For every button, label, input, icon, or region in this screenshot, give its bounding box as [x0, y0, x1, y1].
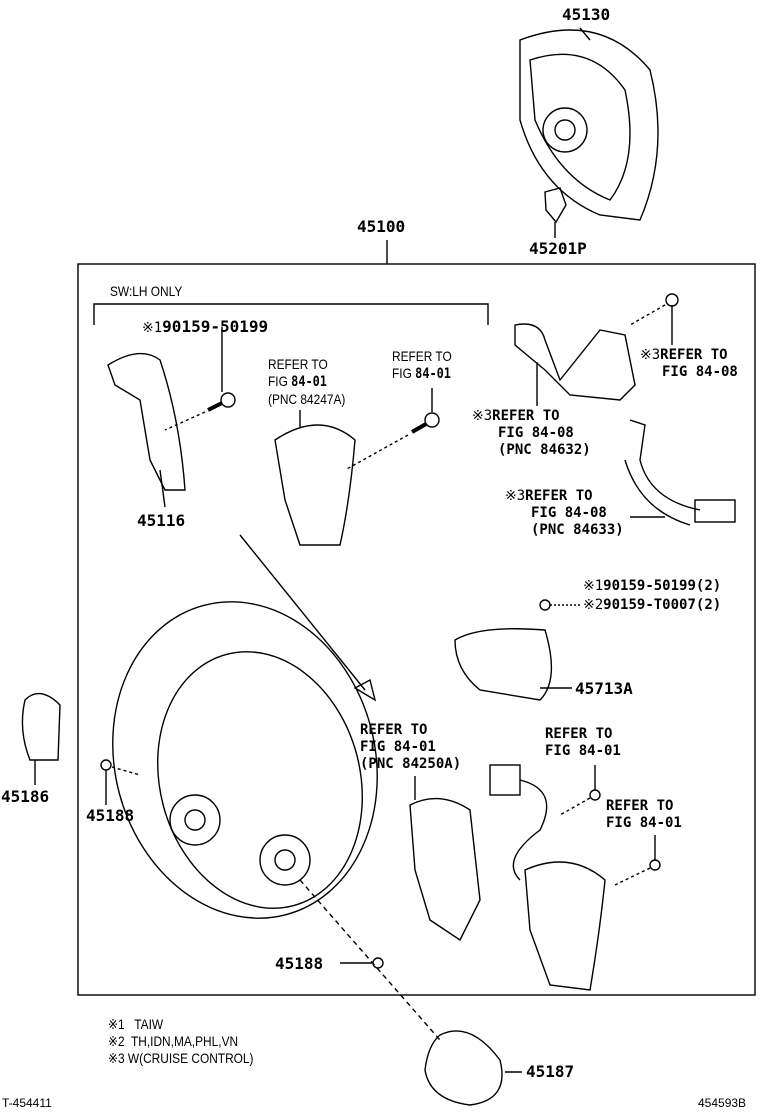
ref-line: FIG 84-08 — [662, 364, 738, 380]
part-label-45186: 45186 — [1, 787, 50, 806]
ref-fig-number: 84-01 — [415, 366, 451, 382]
ref-pnc: (PNC 84247A) — [268, 391, 346, 407]
ref-pnc: (PNC 84250A) — [360, 756, 462, 772]
cruise-switch — [514, 323, 636, 401]
assembly-arrow — [239, 534, 366, 691]
ref-line: REFER TO — [392, 348, 452, 364]
ref-pnc: (PNC 84633) — [531, 522, 624, 538]
ref-fig-number: 84-01 — [291, 374, 327, 390]
illustration-id: T-454411 — [2, 1096, 52, 1110]
bolt-45188 — [372, 957, 384, 969]
bolt-label-3: ※290159-T0007(2) — [583, 597, 721, 614]
assembly-box — [77, 263, 756, 996]
part-label-45187: 45187 — [526, 1062, 575, 1081]
bolt-part-number: 90159-50199 — [162, 317, 269, 336]
ref-fig: FIG — [392, 365, 416, 381]
cap-45187 — [424, 1030, 503, 1106]
note-mark: ※2 — [583, 597, 604, 613]
note-mark: ※3 — [640, 347, 661, 363]
part-label-45188: 45188 — [86, 806, 135, 825]
cover-45116 — [107, 352, 186, 491]
ref-line: FIG 84-08 — [498, 425, 574, 441]
ref-line: REFER TO — [268, 356, 328, 372]
ref-line: FIG 84-08 — [531, 505, 607, 521]
part-label-45201p: 45201P — [529, 239, 587, 258]
note-mark: ※1 — [583, 578, 604, 594]
airbag-45130 — [519, 27, 659, 221]
ref-line: FIG 84-01 — [268, 373, 345, 391]
ref-line: REFER TO — [606, 798, 674, 814]
bolt-90159-50199 — [164, 327, 236, 431]
figure-id: 454593B — [698, 1096, 747, 1110]
cover-45186 — [21, 692, 61, 761]
scope-bracket — [93, 303, 489, 325]
ref-line: REFER TO — [360, 722, 428, 738]
ref-pnc: (PNC 84632) — [498, 442, 591, 458]
part-label-45713a: 45713A — [575, 679, 633, 698]
note-mark: ※3 — [505, 488, 526, 504]
ref-line: REFER TO — [492, 408, 560, 424]
scope-label: SW:LH ONLY — [110, 283, 183, 299]
note-mark: ※3 — [472, 408, 493, 424]
part-label-45188: 45188 — [275, 954, 324, 973]
switch-84250a — [409, 797, 481, 942]
ref-line: FIG 84-01 — [606, 815, 682, 831]
note-1: ※1 TAIW — [108, 1016, 164, 1032]
part-label-45116: 45116 — [137, 511, 186, 530]
bolt-label-2: ※190159-50199(2) — [583, 578, 721, 595]
ref-line: FIG 84-01 — [392, 365, 452, 383]
nut-45201P — [544, 187, 567, 224]
bolt-label-1: ※190159-50199 — [142, 318, 268, 337]
switch-right — [524, 861, 606, 991]
bolt-part-number: 90159-50199(2) — [603, 578, 722, 594]
bolt-part-number: 90159-T0007(2) — [603, 597, 722, 613]
note-3: ※3 W(CRUISE CONTROL) — [108, 1050, 254, 1066]
ref-line: FIG 84-01 — [545, 743, 621, 759]
ref-line: REFER TO — [660, 347, 728, 363]
note-mark: ※1 — [142, 320, 163, 336]
ref-line: REFER TO — [525, 488, 593, 504]
notes-legend: ※1 TAIW ※2 TH,IDN,MA,PHL,VN ※3 W(CRUISE … — [108, 1016, 279, 1067]
note-2: ※2 TH,IDN,MA,PHL,VN — [108, 1033, 239, 1049]
ref-line: REFER TO — [545, 726, 613, 742]
trim-45713a — [454, 628, 553, 701]
wire-harness — [629, 419, 701, 511]
ref-fig: FIG — [268, 373, 292, 389]
steering-wheel — [112, 601, 378, 919]
switch-84247a — [274, 424, 356, 546]
part-label-45130: 45130 — [562, 5, 611, 24]
ref-line: FIG 84-01 — [360, 739, 436, 755]
bolt-45188 — [100, 759, 112, 771]
part-label-45100: 45100 — [357, 217, 406, 236]
